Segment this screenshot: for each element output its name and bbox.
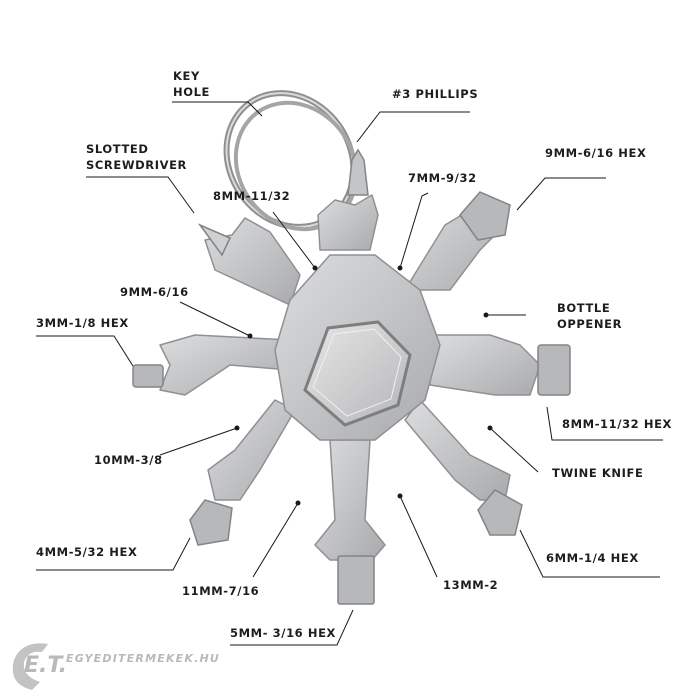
label-wrench-9mm-6-16: 9MM-6/16 xyxy=(120,285,189,299)
label-hex-8mm-11-32: 8MM-11/32 HEX xyxy=(562,417,673,431)
hex-bits xyxy=(132,148,571,605)
label-hex-3mm-1-8: 3MM-1/8 HEX xyxy=(36,316,129,330)
leader-key-hole xyxy=(172,101,263,117)
logo-mark: E.T. xyxy=(12,643,67,690)
label-hex-4mm-5-32: 4MM-5/32 HEX xyxy=(36,545,138,559)
logo-text: EGYEDITERMEKEK.HU xyxy=(66,652,221,665)
leader-w-8-11-32 xyxy=(272,211,316,269)
leader-w-9-6-16 xyxy=(179,301,251,337)
label-wrench-10mm-3-8: 10MM-3/8 xyxy=(94,453,163,467)
label-wrench-8mm-11-32: 8MM-11/32 xyxy=(213,189,291,203)
leader-phillips xyxy=(356,111,470,143)
label-twine-knife: TWINE KNIFE xyxy=(552,466,644,480)
leader-twine xyxy=(489,427,539,473)
leader-w-10-3-8 xyxy=(159,427,238,456)
label-slotted-screwdriver: SLOTTED SCREWDRIVER xyxy=(86,142,188,172)
leader-hex-5-3-16 xyxy=(230,609,354,646)
label-wrench-11mm-7-16: 11MM-7/16 xyxy=(182,584,260,598)
leader-w-11-7-16 xyxy=(252,502,299,578)
label-phillips: #3 PHILLIPS xyxy=(392,87,479,101)
leader-dots xyxy=(234,265,493,506)
label-hex-9mm-6-16: 9MM-6/16 HEX xyxy=(545,146,647,160)
leader-hex-9-6-16 xyxy=(516,177,606,211)
leader-hex-4-5-32 xyxy=(36,537,191,571)
label-wrench-7mm-9-32: 7MM-9/32 xyxy=(408,171,477,185)
label-wrench-13mm-2: 13MM-2 xyxy=(443,578,499,592)
leader-w-13-2 xyxy=(399,495,438,578)
label-key-hole: KEY HOLE xyxy=(173,69,210,99)
snowflake-body xyxy=(159,194,541,561)
leader-lines xyxy=(36,101,663,646)
leader-slotted xyxy=(86,176,195,214)
label-hex-5mm-3-16: 5MM- 3/16 HEX xyxy=(230,626,337,640)
leader-hex-3-1-8 xyxy=(36,335,134,367)
leader-hex-8-11-32 xyxy=(546,406,663,441)
leader-w-7-9-32 xyxy=(399,192,429,269)
svg-text:E.T.: E.T. xyxy=(24,653,67,678)
label-bottle-opener: BOTTLE OPPENER xyxy=(557,301,623,331)
leader-hex-6-1-4 xyxy=(519,529,660,578)
label-hex-6mm-1-4: 6MM-1/4 HEX xyxy=(546,551,639,565)
